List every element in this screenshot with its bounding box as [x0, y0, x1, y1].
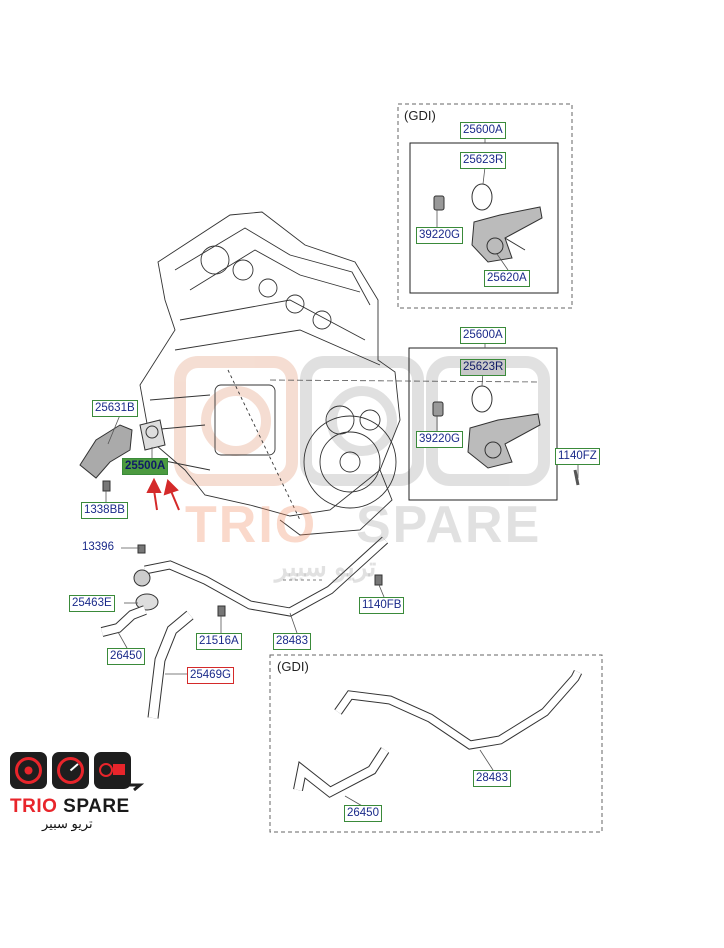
part-25620A-top[interactable]: 25620A: [484, 270, 530, 287]
thermostat-box-top: [409, 142, 559, 294]
part-1140FB[interactable]: 1140FB: [359, 597, 405, 614]
part-1140FZ[interactable]: 1140FZ: [555, 448, 600, 465]
part-1338BB[interactable]: 1338BB: [81, 502, 128, 519]
part-39220G-mid[interactable]: 39220G: [416, 431, 463, 448]
water-inlet-fitting: [79, 419, 166, 492]
gdi-box-top: [397, 103, 573, 309]
thermostat-assembly-mid: [432, 385, 580, 486]
gdi-tag-bottom: (GDI): [277, 659, 309, 674]
coolant-pipes-left: [100, 536, 389, 719]
coolant-pipes-gdi: [293, 669, 583, 798]
watermark-brand-b: SPARE: [356, 496, 542, 554]
part-13396[interactable]: 13396: [82, 541, 114, 553]
brand-name-a: TRIO: [10, 796, 58, 817]
part-25600A-mid[interactable]: 25600A: [460, 327, 506, 344]
leader-lines: [105, 137, 579, 808]
part-25469G[interactable]: 25469G: [187, 667, 234, 684]
brand-name-b: SPARE: [63, 796, 130, 817]
part-28483-right[interactable]: 28483: [473, 770, 511, 787]
gdi-tag-top: (GDI): [404, 108, 436, 123]
part-25623R-top[interactable]: 25623R: [460, 152, 507, 169]
watermark-arabic: تريو سبير: [275, 552, 377, 582]
thermostat-assembly-top: [433, 183, 543, 263]
part-26450-left[interactable]: 26450: [107, 648, 145, 665]
part-25500A[interactable]: 25500A: [122, 458, 169, 475]
part-28483-left[interactable]: 28483: [273, 633, 311, 650]
gdi-box-bottom: [269, 654, 603, 833]
part-21516A[interactable]: 21516A: [196, 633, 242, 650]
engine-parts-icon: [94, 752, 145, 792]
thermostat-box-mid: [408, 347, 558, 501]
part-25631B[interactable]: 25631B: [92, 400, 138, 417]
part-25600A-top[interactable]: 25600A: [460, 122, 506, 139]
highlight-arrows: [146, 477, 180, 511]
part-25623R-mid[interactable]: 25623R: [460, 359, 507, 376]
brand-logo-arabic: تريو سبير: [42, 816, 93, 831]
engine-block-drawing: [139, 211, 401, 536]
brand-logo-text: TRIO SPARE: [10, 796, 130, 818]
watermark-brand-a: TRIO: [185, 496, 318, 554]
gauge-icon: [10, 752, 47, 789]
speedometer-icon: [52, 752, 89, 789]
part-26450-right[interactable]: 26450: [344, 805, 382, 822]
part-39220G-top[interactable]: 39220G: [416, 227, 463, 244]
part-25463E[interactable]: 25463E: [69, 595, 115, 612]
